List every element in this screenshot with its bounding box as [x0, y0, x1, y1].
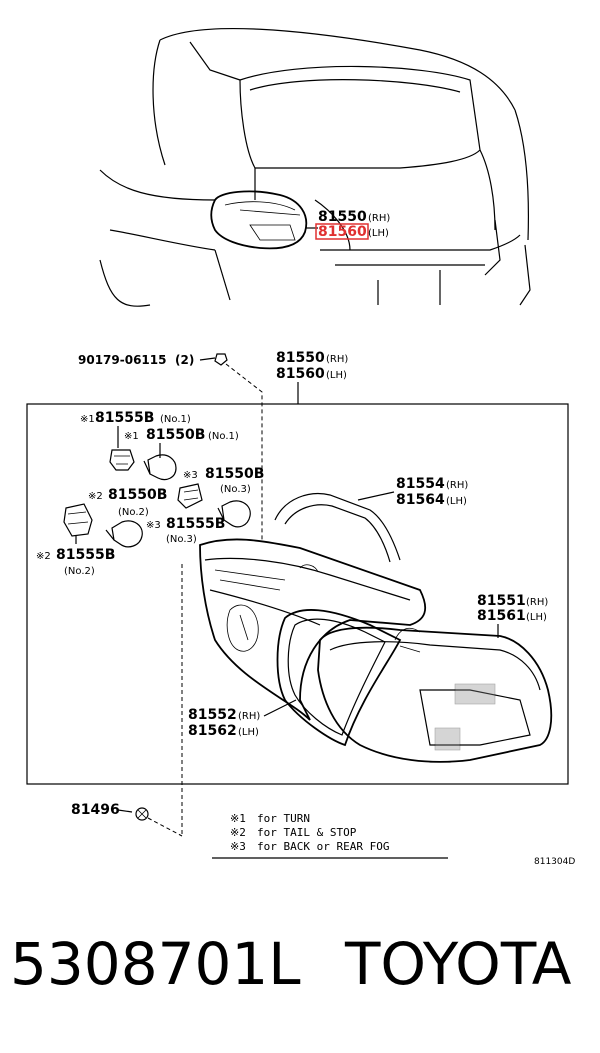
- lens-lh-side: (LH): [526, 612, 547, 623]
- car-label-rh-code: 81550: [318, 209, 367, 225]
- body-rh-side: (RH): [238, 711, 260, 722]
- bolt-code[interactable]: 90179-06115: [78, 353, 166, 367]
- socket-no1-mark: ※1: [80, 414, 95, 425]
- bulb-no3-code[interactable]: 81550B: [205, 466, 264, 482]
- body-rh-code[interactable]: 81552: [188, 707, 237, 723]
- gasket-rh-side: (RH): [446, 480, 468, 491]
- socket-no2-code[interactable]: 81555B: [56, 547, 115, 563]
- body-lh-code[interactable]: 81562: [188, 723, 237, 739]
- body-lh-side: (LH): [238, 727, 259, 738]
- bulb-no2-icon: [105, 520, 143, 548]
- gasket-lh-code[interactable]: 81564: [396, 492, 445, 508]
- socket-no3-code[interactable]: 81555B: [166, 516, 225, 532]
- diagram-code: 811304D: [534, 857, 575, 867]
- socket-no3-icon: [177, 483, 203, 509]
- socket-no2-icon: [63, 503, 93, 544]
- parts-diagram: 81550 (RH) 81560 (LH) 90179-06115 (2) 81…: [26, 27, 575, 867]
- bulb-no2-note: (No.2): [118, 507, 149, 518]
- assembly-frame: [26, 403, 569, 785]
- bolt-qty: (2): [175, 353, 194, 367]
- socket-no3-mark: ※3: [146, 520, 161, 531]
- car-label-lh-code[interactable]: 81560: [318, 224, 367, 240]
- socket-no1-note: (No.1): [160, 414, 191, 425]
- bulb-no1-mark: ※1: [124, 431, 139, 442]
- car-label-rh-side: (RH): [368, 213, 390, 224]
- bulb-no3-note: (No.3): [220, 484, 251, 495]
- assy-rh-code[interactable]: 81550: [276, 350, 325, 366]
- socket-no2-note: (No.2): [64, 566, 95, 577]
- legend-text-3: for BACK or REAR FOG: [257, 840, 389, 853]
- assy-lh-side: (LH): [326, 370, 347, 381]
- legend-mark-2: ※2: [230, 826, 246, 839]
- lens-lh-code[interactable]: 81561: [477, 608, 526, 624]
- assy-lh-code[interactable]: 81560: [276, 366, 325, 382]
- part-number: 5308701L: [10, 930, 301, 998]
- footer: 5308701L TOYOTA: [0, 930, 600, 1010]
- socket-no3-note: (No.3): [166, 534, 197, 545]
- legend-mark-3: ※3: [230, 840, 246, 853]
- gasket-rh-code[interactable]: 81554: [396, 476, 445, 492]
- legend-text-2: for TAIL & STOP: [257, 826, 357, 839]
- legend-text-1: for TURN: [257, 812, 310, 825]
- highlight-box: [315, 223, 369, 240]
- outer-lens: [317, 626, 553, 763]
- bulb-no3-mark: ※3: [183, 470, 198, 481]
- lens-frame: [276, 609, 402, 747]
- clip-icon: [135, 807, 149, 821]
- legend-mark-1: ※1: [230, 812, 246, 825]
- gasket-outline: [274, 493, 401, 563]
- lens-rh-side: (RH): [526, 597, 548, 608]
- bulb-no2-code[interactable]: 81550B: [108, 487, 167, 503]
- bulb-no3-icon: [217, 500, 251, 528]
- brand-name: TOYOTA: [345, 930, 572, 998]
- car-rear-illustration: [99, 27, 531, 307]
- socket-no1-code[interactable]: 81555B: [95, 410, 154, 426]
- legend: ※1 for TURN ※2 for TAIL & STOP ※3 for BA…: [212, 812, 448, 859]
- bulb-no2-mark: ※2: [88, 491, 103, 502]
- bulb-icon: [143, 454, 177, 481]
- lens-rh-code[interactable]: 81551: [477, 593, 526, 609]
- socket-icon: [109, 449, 135, 471]
- lamp-housing: [199, 538, 427, 721]
- assy-rh-side: (RH): [326, 354, 348, 365]
- bulb-no1-note: (No.1): [208, 431, 239, 442]
- socket-no2-mark: ※2: [36, 551, 51, 562]
- bulb-no1-code[interactable]: 81550B: [146, 427, 205, 443]
- car-label-lh-side: (LH): [368, 228, 389, 239]
- clip-code[interactable]: 81496: [71, 802, 120, 818]
- gasket-lh-side: (LH): [446, 496, 467, 507]
- bolt-icon: [214, 353, 228, 366]
